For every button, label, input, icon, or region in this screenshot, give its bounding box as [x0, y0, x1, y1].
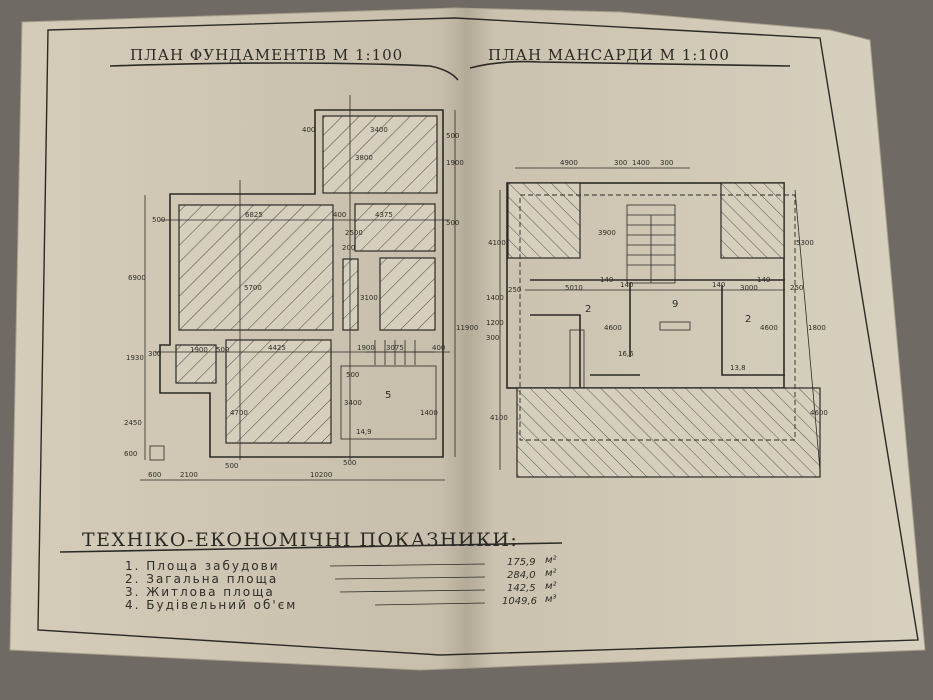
dimension-label: м³	[545, 594, 557, 605]
dimension-label: 400	[432, 344, 445, 352]
dimension-label: 4600	[810, 409, 828, 417]
dimension-label: м²	[545, 555, 557, 566]
dimension-label: 1400	[420, 409, 438, 417]
dimension-label: 250	[508, 286, 521, 294]
dimension-label: 284,0	[507, 570, 536, 581]
dimension-label: 3800	[355, 154, 373, 162]
dimension-label: 3075	[386, 344, 404, 352]
dimension-label: 1200	[486, 319, 504, 327]
dimension-label: 5010	[565, 284, 583, 292]
dimension-label: 4700	[230, 409, 248, 417]
dimension-label: 400	[302, 126, 315, 134]
dimension-label: 200	[342, 244, 355, 252]
foundation-plan-title: ПЛАН ФУНДАМЕНТІВ М 1:100	[130, 46, 403, 64]
dimension-label: 500	[446, 219, 459, 227]
dimension-label: 1400	[632, 159, 650, 167]
indicator-row: 1. Площа забудови 175,9 м²	[125, 555, 557, 573]
dimension-label: 1. Площа забудови	[125, 559, 280, 573]
dimension-label: 4900	[560, 159, 578, 167]
dimension-label: 5300	[796, 239, 814, 247]
dimension-label: 2450	[124, 419, 142, 427]
technical-indicators: ТЕХНІКО-ЕКОНОМІЧНІ ПОКАЗНИКИ: 1. Площа з…	[59, 529, 563, 612]
dimension-label: 1900	[190, 346, 208, 354]
room-area: 14,9	[356, 428, 372, 436]
dimension-label: 1900	[357, 344, 375, 352]
dimension-label: 3. Житлова площа	[125, 585, 275, 599]
dimension-label: 175,9	[507, 557, 536, 568]
room-number: 5	[385, 390, 391, 401]
foundation-plan	[140, 95, 456, 481]
dimension-label: 300	[614, 159, 627, 167]
dimension-label: 1049,6	[502, 596, 537, 607]
dimension-label: 500	[343, 459, 356, 467]
dimension-label: 4. Будівельний об'єм	[125, 598, 297, 612]
dimension-label: м²	[545, 568, 557, 579]
dimension-label: 11900	[456, 324, 478, 332]
dimension-label: 4425	[268, 344, 286, 352]
foundation-dimensions: 400 3400 500 3800 1900 500 6825 400 4375…	[124, 126, 478, 479]
dimension-label: 3000	[740, 284, 758, 292]
dimension-label: 600	[124, 450, 137, 458]
dimension-label: 300	[660, 159, 673, 167]
dimension-label: 2. Загальна площа	[125, 572, 278, 586]
dimension-label: 140	[712, 281, 725, 289]
room-number: 2	[745, 314, 751, 325]
dimension-label: 6825	[245, 211, 263, 219]
title-underline	[109, 62, 459, 81]
dimension-label: 600	[148, 471, 161, 479]
dimension-label: 500	[346, 371, 359, 379]
room-number: 9	[672, 299, 678, 310]
drawing-frame	[37, 17, 919, 656]
dimension-label: 4600	[604, 324, 622, 332]
attic-plan-title: ПЛАН МАНСАРДИ М 1:100	[488, 46, 730, 64]
dimension-label: 4375	[375, 211, 393, 219]
dimension-label: 10200	[310, 471, 332, 479]
room-number: 2	[585, 304, 591, 315]
dimension-label: 4600	[760, 324, 778, 332]
indicator-row: 4. Будівельний об'єм 1049,6 м³	[125, 594, 557, 612]
dimension-label: 140	[620, 281, 633, 289]
dimension-label: 140	[600, 276, 613, 284]
dimension-label: 3400	[370, 126, 388, 134]
dimension-label: 400	[333, 211, 346, 219]
dimension-label: 3900	[598, 229, 616, 237]
dimension-label: 1400	[486, 294, 504, 302]
dimension-label: 2500	[345, 229, 363, 237]
room-area: 16,6	[618, 350, 634, 358]
dimension-label: 500	[216, 346, 229, 354]
dimension-label: 500	[446, 132, 459, 140]
room-area: 13,8	[730, 364, 746, 372]
dimension-label: 500	[152, 216, 165, 224]
title-underline	[469, 60, 791, 69]
dimension-label: 300	[486, 334, 499, 342]
dimension-label: 300	[148, 350, 161, 358]
indicator-row: 2. Загальна площа 284,0 м²	[125, 568, 557, 586]
indicator-row: 3. Житлова площа 142,5 м²	[125, 581, 557, 599]
dimension-label: 142,5	[507, 583, 536, 594]
dimension-label: 250	[790, 284, 803, 292]
dimension-label: 140	[757, 276, 770, 284]
dimension-label: 4100	[488, 239, 506, 247]
dimension-label: 1800	[808, 324, 826, 332]
dimension-label: 6900	[128, 274, 146, 282]
dimension-label: 2100	[180, 471, 198, 479]
dimension-label: 3100	[360, 294, 378, 302]
paper-sheet	[9, 7, 926, 671]
dimension-label: 1930	[126, 354, 144, 362]
dimension-label: 500	[225, 462, 238, 470]
dimension-label: 4100	[490, 414, 508, 422]
attic-dimensions: 4900 300 1400 300 4100 3900 5300 250 501…	[486, 159, 828, 422]
dimension-label: м²	[545, 581, 557, 592]
dimension-label: 1900	[446, 159, 464, 167]
dimension-label: 5700	[244, 284, 262, 292]
attic-plan	[499, 167, 821, 478]
dimension-label: 3400	[344, 399, 362, 407]
